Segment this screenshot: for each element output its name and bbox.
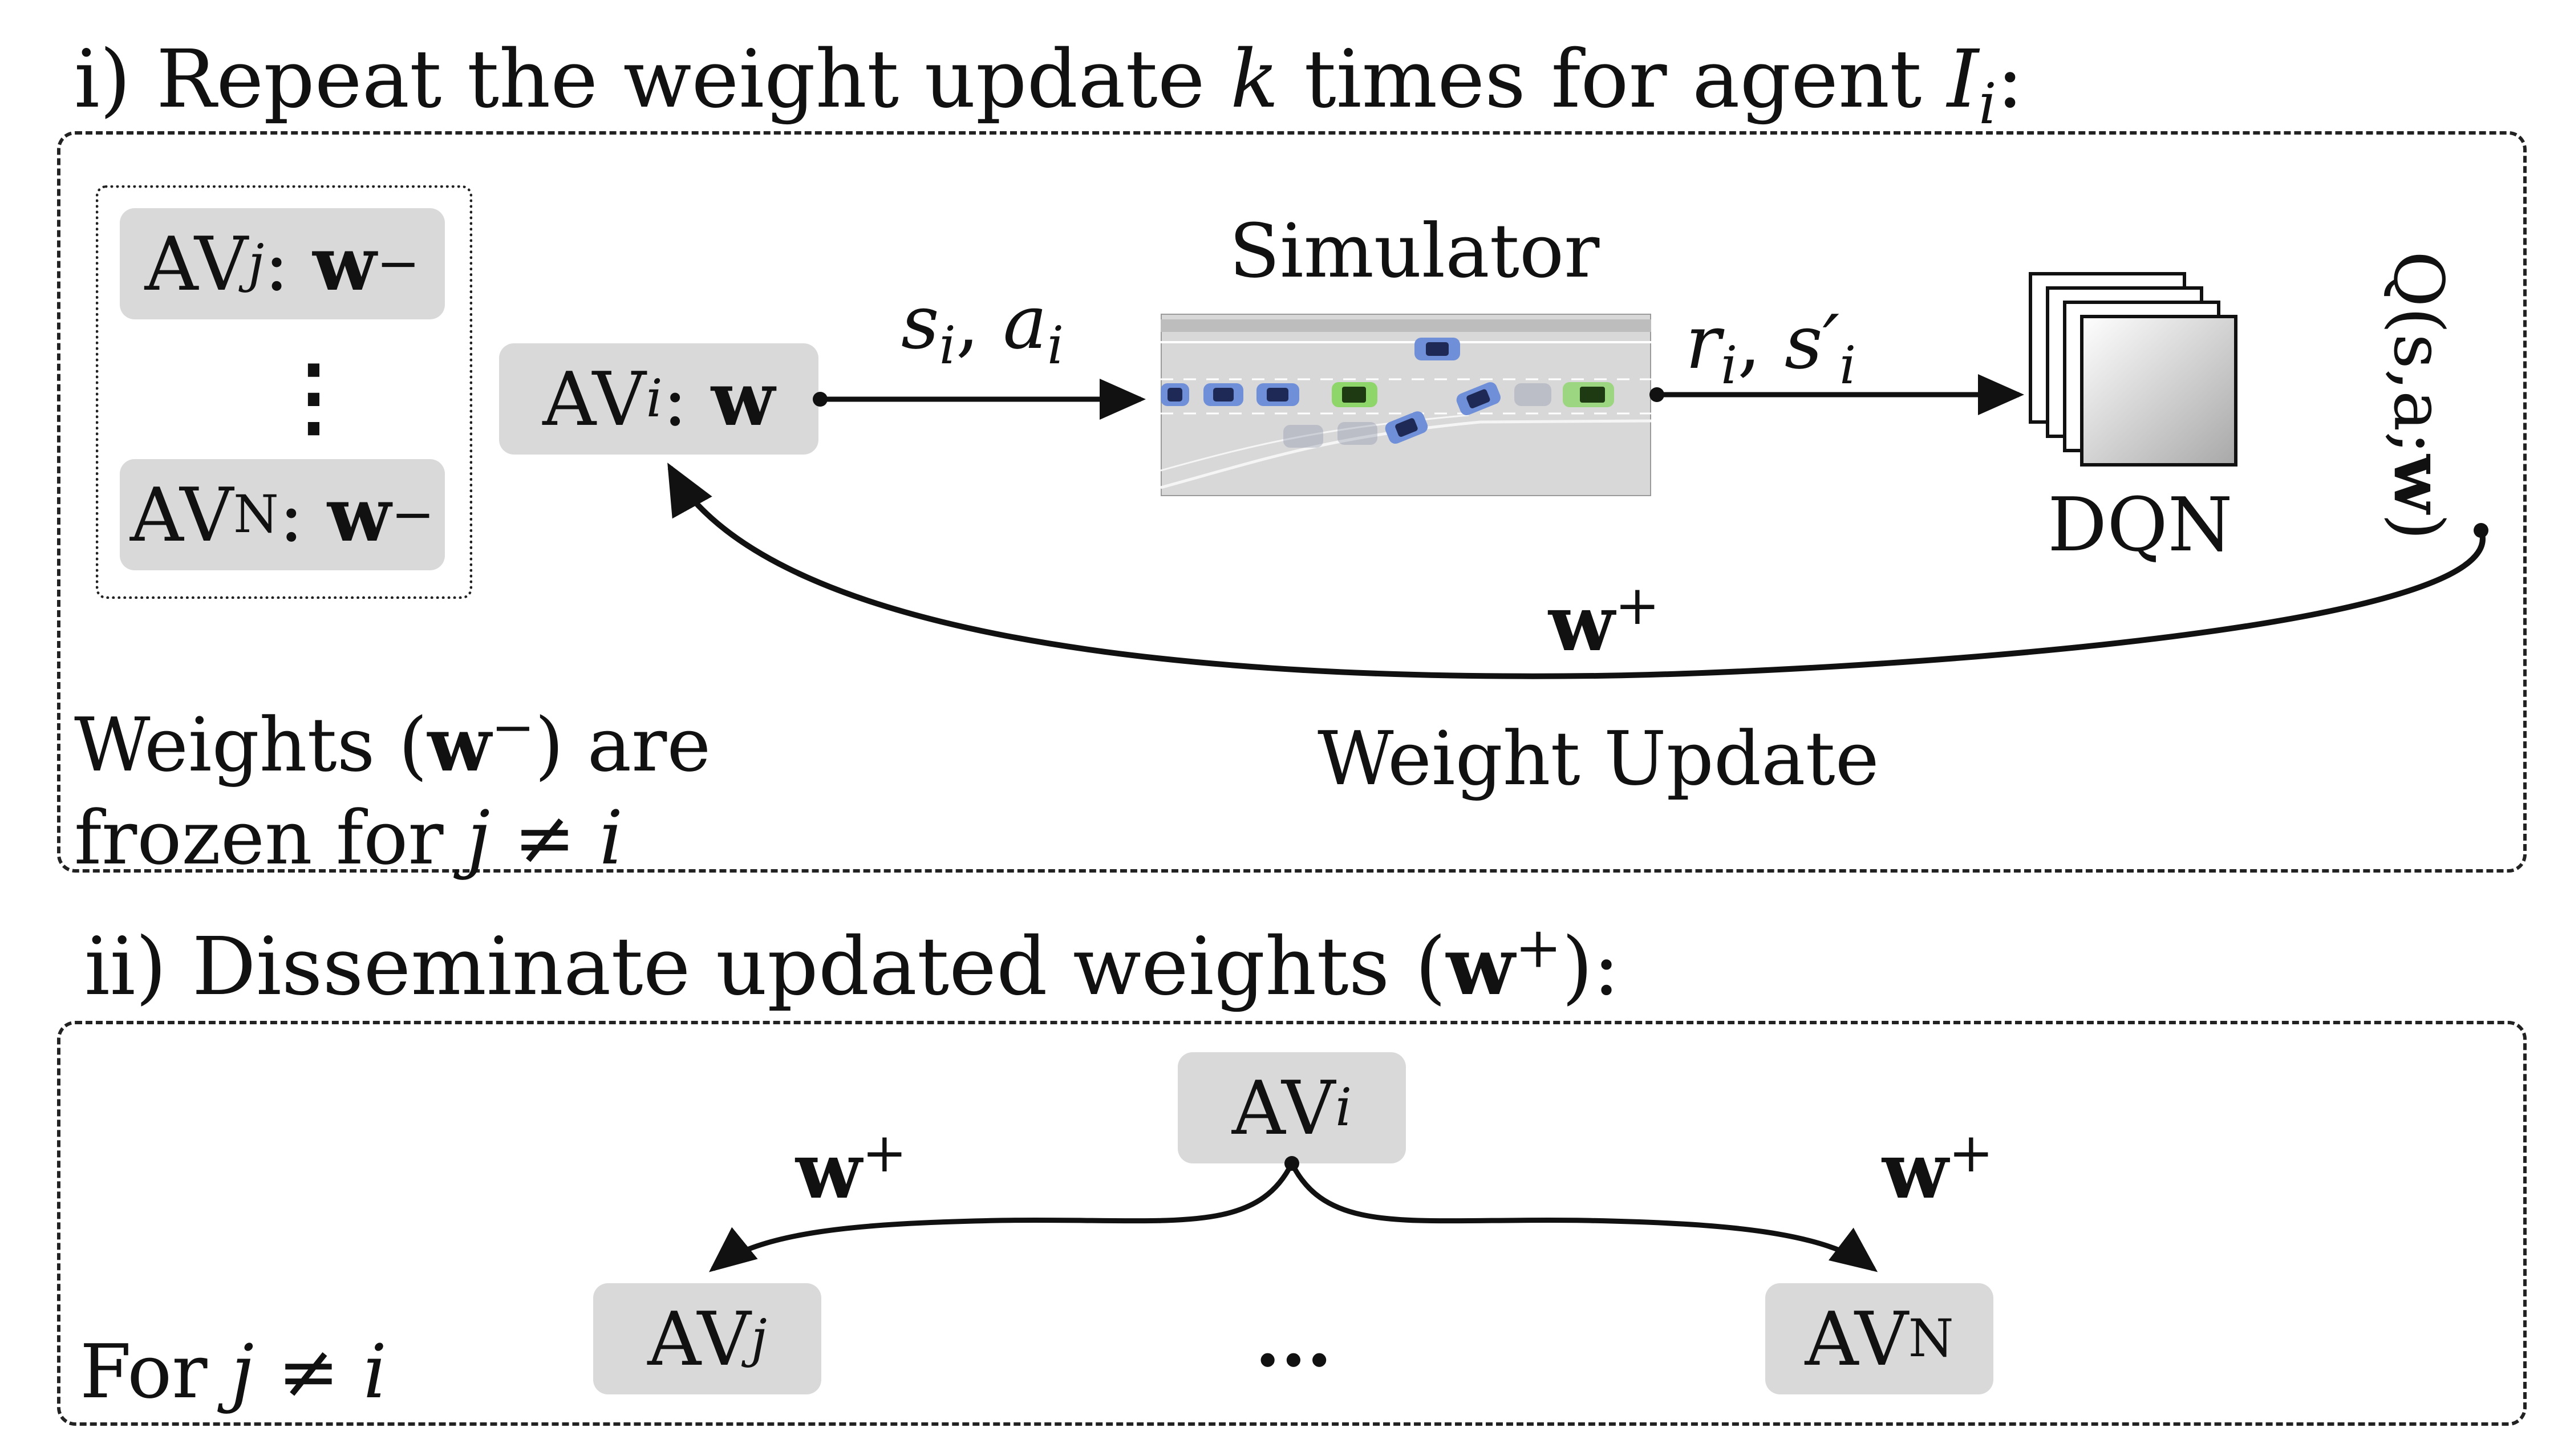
reward-state-label: ri, s′i (1685, 299, 1856, 396)
simulator-image (1161, 314, 1651, 496)
car-icon (1256, 383, 1299, 406)
arrow-agent-to-simulator (813, 379, 1146, 420)
dqn-network-icon (2029, 272, 2237, 467)
car-icon (1385, 411, 1428, 444)
right-weights-label: w+ (1882, 1122, 1994, 1216)
section2-note: For j ≠ i (80, 1328, 387, 1415)
av-car-icon (1563, 382, 1614, 407)
horizontal-ellipsis: ... (1255, 1296, 1332, 1384)
arrow-disseminate-left (709, 1156, 1299, 1272)
car-icon (1456, 382, 1501, 416)
car-icon (1283, 383, 1551, 448)
section2-panel (57, 1021, 2527, 1426)
section1-heading: i) Repeat the weight update k times for … (74, 33, 2024, 137)
av-car-icon (1332, 382, 1377, 407)
car-icon (1414, 338, 1460, 360)
section2-heading: ii) Disseminate updated weights (w+): (84, 915, 1620, 1013)
state-action-label: si, ai (901, 279, 1064, 376)
frozen-note: Weights (w−) are frozen for j ≠ i (74, 697, 711, 881)
car-icon (1203, 383, 1243, 406)
arrow-weight-update-loop (667, 463, 2488, 679)
vertical-ellipsis: ⋮ (271, 346, 356, 447)
dqn-label: DQN (2048, 481, 2233, 568)
frozen-agents-box (96, 185, 472, 599)
weight-update-label: Weight Update (1318, 715, 1879, 802)
section1-panel (57, 131, 2527, 873)
left-weights-label: w+ (796, 1122, 907, 1216)
update-weights-label: w+ (1548, 574, 1660, 668)
car-icon (1161, 383, 1189, 406)
simulator-title: Simulator (1229, 208, 1600, 294)
arrow-disseminate-right (1289, 1162, 1878, 1272)
arrow-simulator-to-dqn (1649, 374, 2024, 415)
